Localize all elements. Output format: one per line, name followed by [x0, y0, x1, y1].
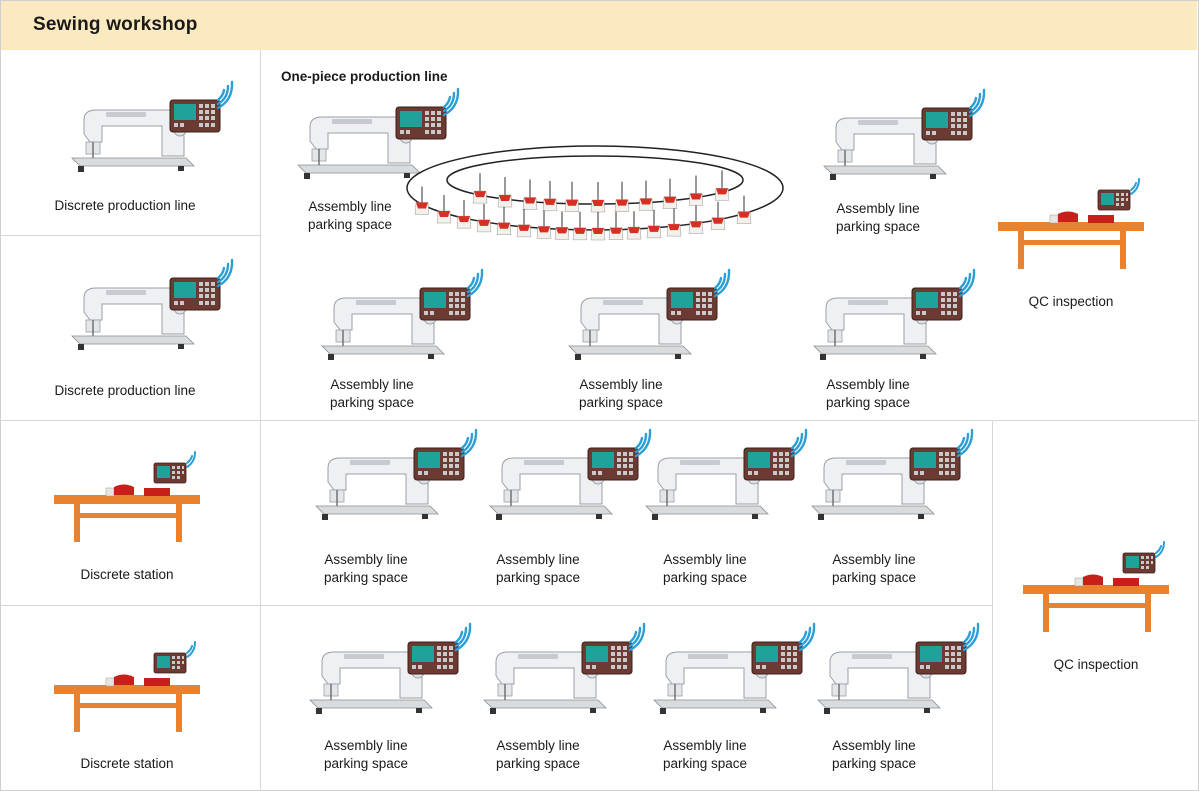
discrete-production-line-label: Discrete production line — [54, 383, 196, 398]
divider — [1, 605, 993, 606]
overhead-hanging-conveyor-icon — [406, 145, 784, 241]
discrete-station-label: Discrete station — [80, 567, 174, 582]
sewing-machine-icon — [482, 622, 646, 716]
sewing-machine-icon — [488, 428, 652, 522]
section-title: One-piece production line — [281, 69, 448, 84]
sewing-machine-icon — [314, 428, 478, 522]
sewing-machine-icon — [70, 80, 234, 174]
sewing-machine-icon — [822, 88, 986, 182]
sewing-machine-icon — [652, 622, 816, 716]
discrete-production-line-label: Discrete production line — [54, 198, 196, 213]
qc-inspection-label: QC inspection — [1028, 294, 1114, 309]
sewing-machine-icon — [644, 428, 808, 522]
sewing-machine-icon — [308, 622, 472, 716]
sewing-machine-icon — [70, 258, 234, 352]
header-bar: Sewing workshop — [1, 1, 1197, 50]
sewing-machine-icon — [812, 268, 976, 362]
inspection-table-icon — [53, 451, 201, 543]
inspection-table-icon — [53, 641, 201, 733]
divider — [992, 420, 993, 790]
qc-inspection-label: QC inspection — [1053, 657, 1139, 672]
inspection-table-icon — [997, 178, 1145, 270]
inspection-table-icon — [1022, 541, 1170, 633]
sewing-machine-icon — [320, 268, 484, 362]
sewing-machine-icon — [567, 268, 731, 362]
divider — [1, 235, 260, 236]
page-title: Sewing workshop — [33, 14, 198, 35]
discrete-station-label: Discrete station — [80, 756, 174, 771]
sewing-machine-icon — [810, 428, 974, 522]
divider — [1, 420, 1197, 421]
sewing-machine-icon — [816, 622, 980, 716]
